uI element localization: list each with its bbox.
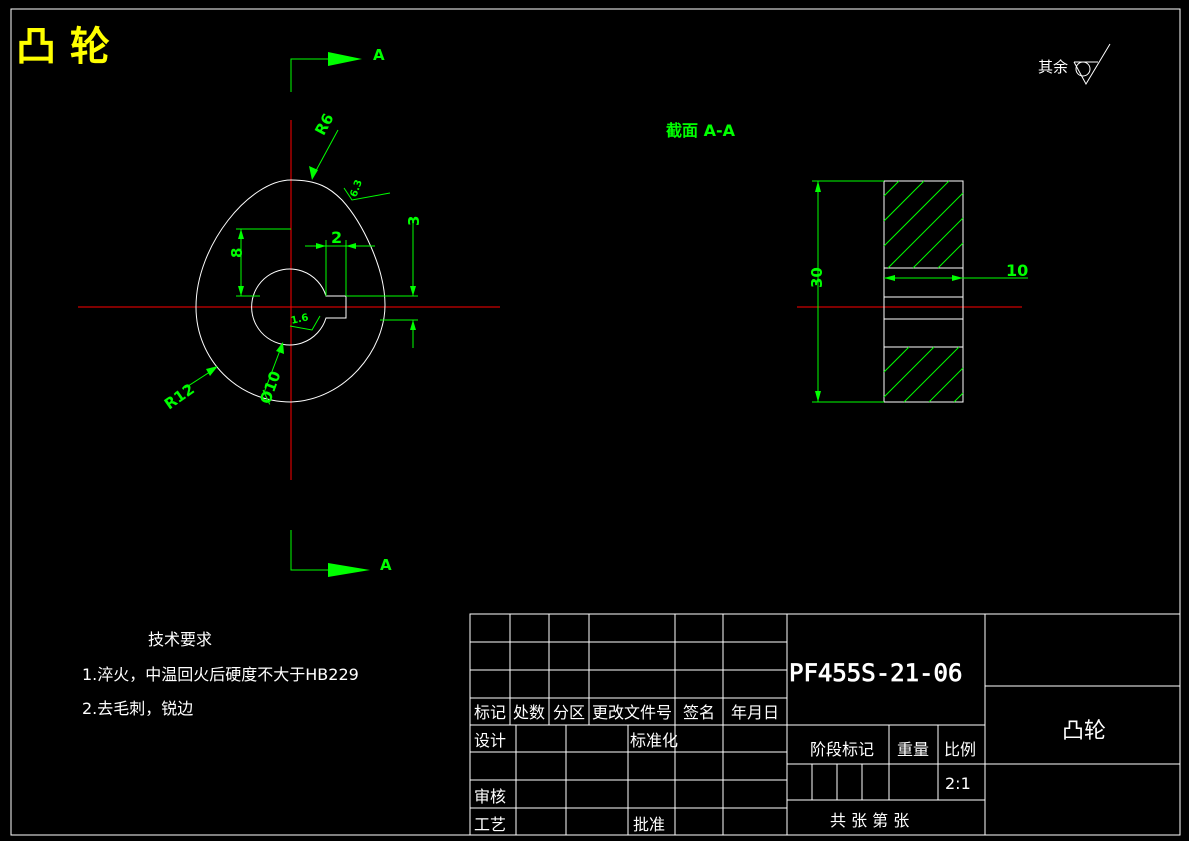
general-roughness: 其余 [1038, 43, 1111, 86]
dim-2-arrow-left [316, 243, 326, 249]
d10-arrow [276, 342, 284, 354]
front-view: A A R6 6.3 2 3 8 1.6 [78, 46, 500, 577]
bore-keyway [251, 268, 347, 346]
label-scale: 比例 [944, 740, 976, 759]
roughness-mark-1-6 [289, 315, 321, 331]
label-standardize: 标准化 [630, 731, 678, 750]
hatching-upper [883, 180, 964, 269]
section-view: 截面 A-A 30 [666, 121, 1028, 403]
roughness-6-3-label: 6.3 [349, 178, 365, 198]
label-design: 设计 [474, 731, 506, 750]
dim-8-arrow-bottom [238, 286, 244, 296]
header-signature: 签名 [683, 703, 715, 722]
title-block [469, 613, 1181, 836]
label-stage-mark: 阶段标记 [810, 740, 874, 759]
label-weight: 重量 [897, 740, 929, 759]
part-name: 凸轮 [1062, 719, 1106, 744]
label-approve: 批准 [633, 815, 665, 834]
section-lower-block [883, 346, 964, 403]
title-block-text: 标记 处数 分区 更改文件号 签名 年月日 设计 标准化 审核 工艺 批准 PF… [474, 659, 1106, 834]
roughness-mark-6-3 [343, 187, 391, 201]
section-bore [883, 296, 964, 320]
dim-10-label: 10 [1006, 261, 1028, 280]
section-arrow-top [328, 52, 362, 66]
dim-30-arrow-top [815, 181, 821, 192]
dim-2-arrow-right [346, 243, 356, 249]
label-process: 工艺 [474, 815, 506, 834]
header-count: 处数 [513, 703, 545, 722]
section-arrow-bottom [328, 563, 370, 577]
scale-value: 2:1 [945, 774, 971, 793]
dim-8-label: 8 [228, 248, 246, 258]
hatching-lower [883, 346, 964, 403]
header-mark: 标记 [474, 703, 506, 722]
dim-10-arrow-right [952, 275, 963, 281]
dim-3-arrow-bottom [410, 320, 416, 330]
tech-requirement-2: 2.去毛刺，锐边 [82, 699, 193, 718]
dim-30-arrow-bottom [815, 391, 821, 402]
section-line-top [290, 58, 330, 92]
header-zone: 分区 [553, 703, 585, 722]
label-review: 审核 [474, 787, 506, 806]
d10-label: Ø10 [256, 369, 284, 407]
drawing-number: PF455S-21-06 [789, 659, 962, 687]
section-view-title: 截面 A-A [666, 121, 736, 140]
technical-requirements: 技术要求 1.淬火，中温回火后硬度不大于HB229 2.去毛刺，锐边 [82, 630, 359, 718]
dim-30-label: 30 [808, 267, 826, 288]
dim-2-label: 2 [331, 228, 342, 247]
section-middle-band-top [883, 267, 964, 298]
sheet-count: 共 张 第 张 [830, 811, 909, 830]
section-middle-band-bottom [883, 318, 964, 348]
dim-10-arrow-left [884, 275, 895, 281]
tech-requirements-heading: 技术要求 [148, 630, 212, 649]
r12-label: R12 [161, 380, 198, 413]
header-change-doc: 更改文件号 [592, 703, 672, 722]
r6-label: R6 [311, 110, 337, 138]
dim-3-label: 3 [405, 216, 423, 226]
roughness-symbol-icon [1073, 43, 1111, 86]
header-date: 年月日 [731, 703, 779, 722]
drawing-title: 凸 轮 [16, 24, 110, 70]
roughness-note-text: 其余 [1038, 58, 1068, 76]
dim-3-arrow-top [410, 286, 416, 296]
r6-arrow [309, 166, 318, 180]
dim-8-arrow-top [238, 229, 244, 239]
section-letter-top: A [373, 46, 385, 64]
roughness-1-6-label: 1.6 [290, 312, 310, 326]
section-line-bottom [290, 530, 330, 571]
cam-outline [195, 179, 386, 403]
d10-leader [261, 344, 283, 399]
r12-arrow [206, 366, 218, 376]
section-letter-bottom: A [380, 556, 392, 574]
tech-requirement-1: 1.淬火，中温回火后硬度不大于HB229 [82, 665, 359, 684]
